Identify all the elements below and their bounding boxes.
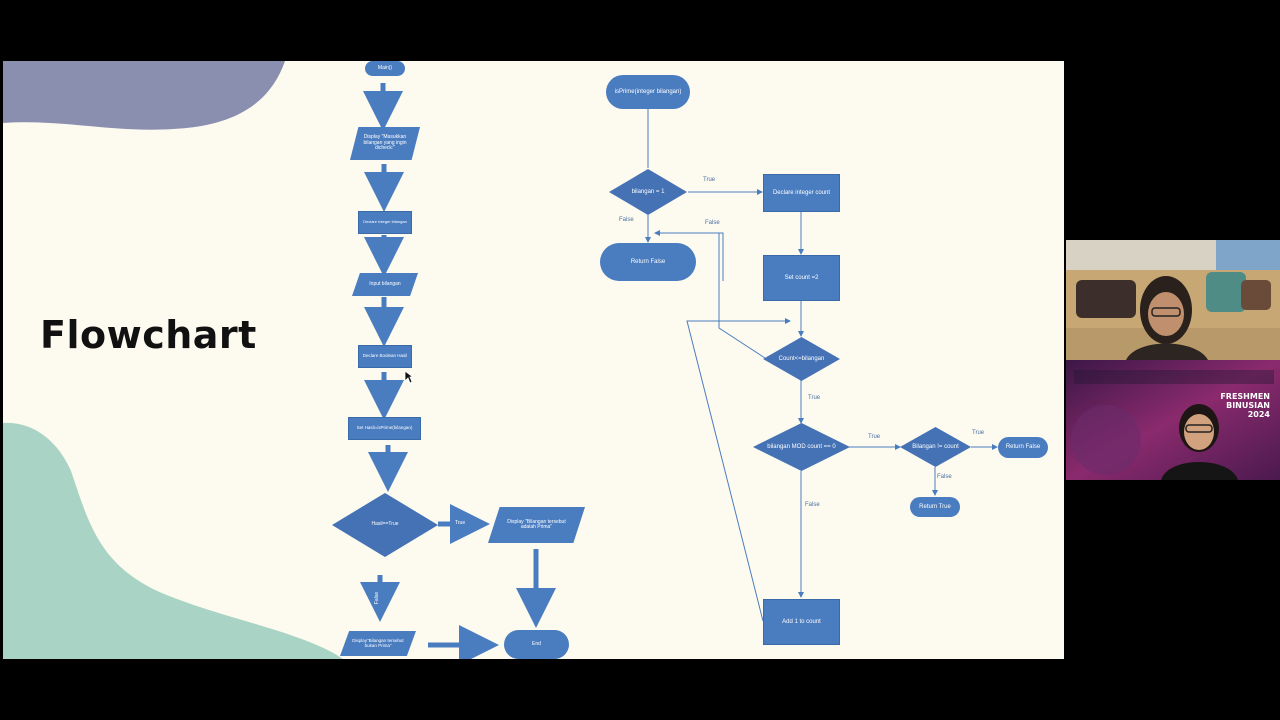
- slide-title: Flowchart: [40, 313, 257, 357]
- declare-count-box: Declare integer count: [763, 174, 840, 212]
- return-false-2-label: Return False: [1005, 444, 1041, 451]
- presentation-slide: Flowchart Main() Display "Masukkan bilan…: [3, 61, 1064, 659]
- main-start-terminal: Main(): [365, 61, 405, 76]
- false-branch-label: False: [374, 591, 381, 605]
- input-bilangan-box: Input bilangan: [352, 273, 418, 296]
- purple-blob: [3, 61, 285, 130]
- participant-video-tile-1[interactable]: [1066, 240, 1280, 360]
- banner-line-1: FRESHMEN: [1220, 392, 1270, 401]
- label-true-loop: True: [808, 395, 821, 401]
- flowchart-connectors: [360, 83, 998, 659]
- isprime-start-label: isPrime(integer bilangan): [614, 88, 682, 95]
- add-count-box: Add 1 to count: [763, 599, 840, 645]
- main-end-label: End: [532, 640, 541, 647]
- declare-count-label: Declare integer count: [772, 189, 831, 196]
- label-true-neq: True: [972, 430, 985, 436]
- bilangan-equals-one-label: bilangan = 1: [631, 188, 665, 195]
- add-count-label: Add 1 to count: [782, 618, 821, 625]
- banner-line-3: 2024: [1247, 410, 1270, 419]
- participant-2-video-frame: [1066, 360, 1280, 480]
- hasil-decision-label: Hasil==True: [371, 521, 399, 528]
- set-hasil-box: Set Hasil=isPrime(bilangan): [348, 417, 421, 440]
- display-prime-box: Display "Bilangan tersebut adalah Prima": [488, 507, 585, 543]
- display-prompt-box: Display "Masukkan bilangan yang ingin di…: [350, 127, 420, 160]
- return-false-2-terminal: Return False: [998, 437, 1048, 458]
- display-prompt-label: Display "Masukkan bilangan yang ingin di…: [363, 134, 407, 152]
- participant-video-tile-2[interactable]: FRESHMEN BINUSIAN 2024: [1066, 360, 1280, 480]
- declare-bilangan-box: Declare Integer bilangan: [358, 211, 412, 234]
- return-false-1-label: Return False: [630, 258, 666, 265]
- true-branch-label: True: [455, 520, 466, 526]
- set-count-label: Set count =2: [784, 274, 819, 281]
- teal-blob: [3, 422, 343, 659]
- label-false-mod: False: [805, 502, 820, 508]
- label-false-neq: False: [937, 474, 952, 480]
- return-true-terminal: Return True: [910, 497, 960, 517]
- main-flow-arrows: [360, 83, 556, 659]
- return-false-1-terminal: Return False: [600, 243, 696, 281]
- mod-decision-label: bilangan MOD count == 0: [767, 443, 836, 450]
- set-count-box: Set count =2: [763, 255, 840, 301]
- set-hasil-label: Set Hasil=isPrime(bilangan): [356, 425, 413, 431]
- display-prime-label: Display "Bilangan tersebut adalah Prima": [507, 518, 566, 530]
- declare-hasil-box: Declare Boolean Hasil: [358, 345, 412, 368]
- declare-bilangan-label: Declare Integer bilangan: [363, 219, 407, 225]
- label-false-1: False: [619, 217, 634, 223]
- return-true-label: Return True: [919, 503, 951, 510]
- main-start-label: Main(): [377, 64, 393, 71]
- input-bilangan-label: Input bilangan: [369, 280, 401, 287]
- label-true-mod: True: [868, 434, 881, 440]
- label-true-1: True: [703, 177, 716, 183]
- banner-line-2: BINUSIAN: [1226, 401, 1270, 410]
- declare-hasil-label: Declare Boolean Hasil: [362, 353, 408, 359]
- freshmen-banner: FRESHMEN BINUSIAN 2024: [1220, 392, 1270, 419]
- main-end-terminal: End: [504, 630, 569, 659]
- display-not-prime-label: Display"Bilangan tersebut bukan Prima": [352, 637, 404, 648]
- count-loop-label: Count<=bilangan: [778, 355, 825, 362]
- display-not-prime-box: Display"Bilangan tersebut bukan Prima": [340, 631, 416, 656]
- mouse-cursor-icon: [404, 370, 414, 384]
- label-false-loop: False: [705, 220, 720, 226]
- isprime-arrows: [645, 109, 998, 622]
- decorative-blobs: [3, 61, 343, 659]
- isprime-start-terminal: isPrime(integer bilangan): [606, 75, 690, 109]
- neq-decision-label: Bilangan != count: [912, 443, 959, 450]
- participant-1-video-frame: [1066, 240, 1280, 360]
